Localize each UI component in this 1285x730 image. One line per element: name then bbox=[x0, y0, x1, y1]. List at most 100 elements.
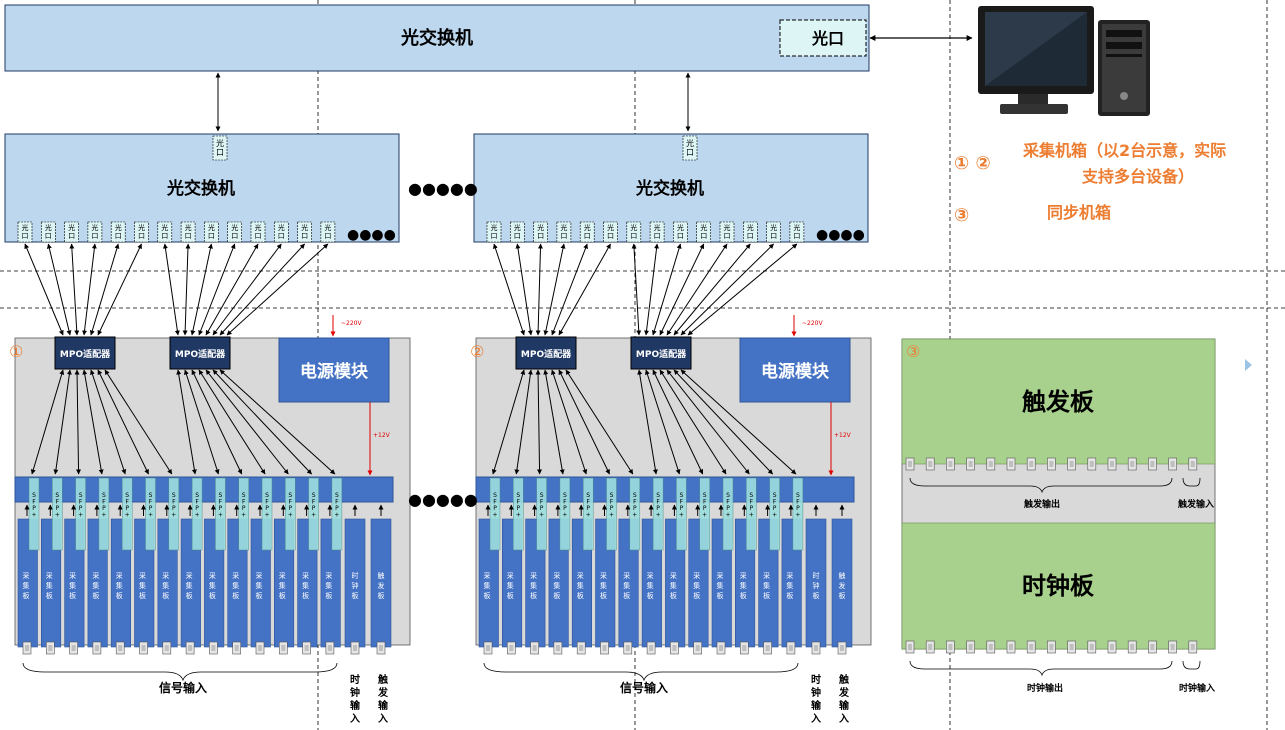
acq-board-label: 采集板 bbox=[647, 571, 654, 600]
connector-icon bbox=[255, 641, 265, 655]
connector-icon bbox=[376, 641, 386, 655]
clock-output-label: 时钟输出 bbox=[1027, 682, 1063, 694]
switch-adapter-arrow bbox=[673, 243, 751, 336]
switch-adapter-arrow bbox=[69, 243, 80, 336]
connector-pin bbox=[258, 645, 262, 651]
connector-pin bbox=[1029, 461, 1034, 467]
fiber-port-box bbox=[673, 221, 688, 243]
connector-pin bbox=[1069, 644, 1074, 650]
fiber-port-box bbox=[719, 221, 735, 243]
acq-board-label: 采集板 bbox=[162, 571, 169, 600]
connector-pin bbox=[625, 645, 630, 651]
switch-adapter-arrow bbox=[212, 243, 282, 336]
connector-pin bbox=[1130, 461, 1135, 467]
connector-icon bbox=[905, 640, 915, 654]
switch-adapter-arrow bbox=[198, 243, 236, 336]
connector-pin bbox=[164, 645, 169, 651]
uplink-port-label: 光口 bbox=[686, 138, 694, 157]
connector-icon bbox=[325, 641, 335, 655]
fiber-port bbox=[719, 221, 735, 243]
switch-adapter-arrow bbox=[535, 243, 543, 336]
connector-pin bbox=[695, 645, 700, 651]
connector-pin bbox=[1190, 644, 1195, 650]
fiber-port-box bbox=[204, 221, 219, 243]
acq-board-label: 采集板 bbox=[763, 571, 770, 600]
clock-output-brace bbox=[909, 660, 1173, 677]
sfp-module bbox=[331, 477, 343, 551]
connector-icon bbox=[739, 641, 749, 655]
mpo-adapter-box bbox=[515, 336, 577, 370]
connector-icon bbox=[1148, 457, 1157, 471]
connector-pin bbox=[1130, 644, 1135, 650]
switch-adapter-arrow bbox=[219, 243, 305, 336]
acq-board-label: 采集板 bbox=[484, 571, 491, 600]
fiber-port-label: 光口 bbox=[115, 223, 122, 240]
connector-icon bbox=[986, 640, 996, 654]
fiber-port-box bbox=[579, 221, 595, 243]
more-ports-dots: ●●●● bbox=[816, 227, 865, 243]
connector-icon bbox=[1107, 457, 1117, 471]
ellipsis-chassis: ●●●●● bbox=[408, 490, 478, 509]
clock-input-brace bbox=[1182, 660, 1201, 670]
fiber-port bbox=[533, 221, 548, 243]
sfp-module bbox=[746, 477, 757, 551]
switch-adapter-arrow bbox=[182, 243, 191, 336]
clock-board-label: 时钟板 bbox=[352, 571, 359, 600]
fiber-port-label: 光口 bbox=[514, 223, 521, 240]
connector-icon bbox=[302, 641, 311, 655]
fiber-port bbox=[649, 221, 665, 243]
acq-board-label: 采集板 bbox=[302, 571, 309, 600]
connector-pin bbox=[509, 645, 514, 651]
switch-adapter-arrow bbox=[97, 243, 142, 336]
computer-icon bbox=[978, 6, 1150, 116]
connector-icon bbox=[185, 641, 195, 655]
acq-board-label: 采集板 bbox=[530, 571, 537, 600]
acq-board-label: 采集板 bbox=[186, 571, 193, 600]
ellipsis-switches: ●●●●● bbox=[408, 179, 478, 198]
fiber-port-box bbox=[110, 221, 126, 243]
trigger-board-label: 触发板 bbox=[839, 571, 846, 600]
connector-pin bbox=[353, 645, 357, 651]
connector-icon bbox=[1047, 457, 1056, 471]
connector-pin bbox=[788, 645, 793, 651]
connector-icon bbox=[232, 641, 241, 655]
clock-input-label: 时钟输入 bbox=[811, 673, 822, 725]
sfp-module bbox=[28, 477, 40, 551]
fiber-port bbox=[579, 221, 595, 243]
mpo-adapter-box bbox=[630, 336, 692, 370]
fiber-port-label: 光口 bbox=[231, 223, 238, 240]
connector-icon bbox=[925, 640, 935, 654]
sub-switch-title: 光交换机 bbox=[635, 178, 704, 199]
switch-adapter-arrow bbox=[551, 243, 588, 336]
connector-pin bbox=[555, 645, 560, 651]
fiber-port bbox=[486, 221, 502, 243]
fiber-port-label: 光口 bbox=[278, 223, 285, 240]
fiber-port bbox=[556, 221, 572, 243]
connector-pin bbox=[908, 461, 912, 467]
fiber-port-box bbox=[320, 221, 336, 243]
fiber-port bbox=[110, 221, 126, 243]
trigger-board-panel bbox=[901, 338, 1216, 465]
fiber-port-label: 光口 bbox=[161, 223, 168, 240]
connector-pin bbox=[908, 644, 912, 650]
connector-icon bbox=[1026, 640, 1036, 654]
connector-pin bbox=[719, 645, 723, 651]
connector-pin bbox=[672, 645, 677, 651]
